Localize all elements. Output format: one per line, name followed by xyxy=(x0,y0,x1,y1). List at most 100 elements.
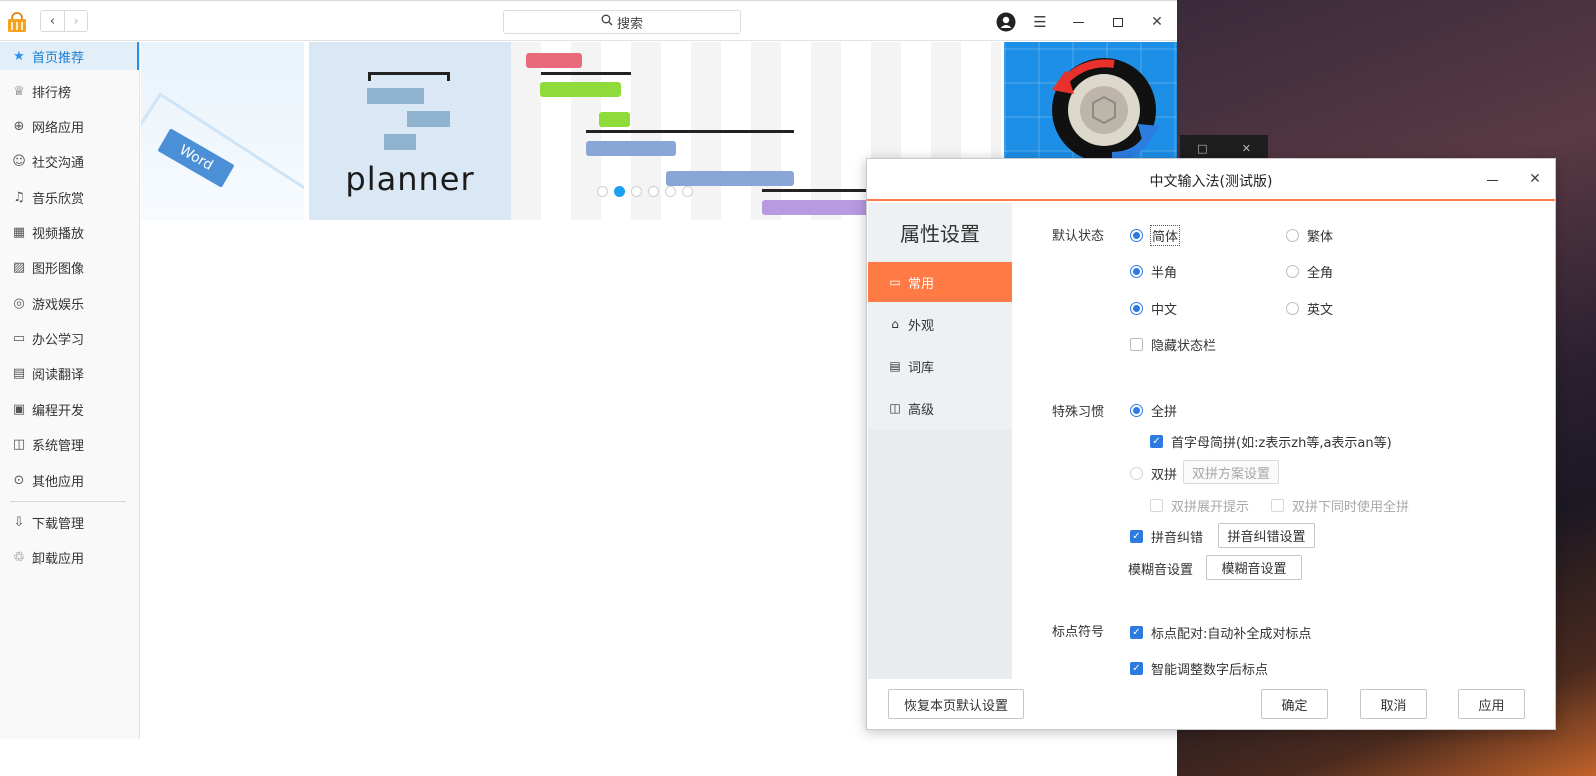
sidebar-item[interactable]: ▭办公学习 xyxy=(0,324,139,352)
carousel-dot[interactable] xyxy=(631,186,642,197)
radio-full-width[interactable]: 全角 xyxy=(1286,262,1333,281)
checkbox-hide-status-bar[interactable]: 隐藏状态栏 xyxy=(1130,335,1216,354)
pinyin-correction-settings-button[interactable]: 拼音纠错设置 xyxy=(1218,523,1315,548)
sidebar-item[interactable]: ☺社交沟通 xyxy=(0,147,139,175)
checkbox-label: 智能调整数字后标点 xyxy=(1151,663,1269,678)
checkbox-label: 首字母简拼(如:z表示zh等,a表示an等) xyxy=(1171,436,1392,451)
side-nav-title: 属性设置 xyxy=(900,222,980,246)
ok-button[interactable]: 确定 xyxy=(1261,689,1328,719)
gantt-bar xyxy=(586,141,676,156)
checkbox-double-with-full[interactable]: 双拼下同时使用全拼 xyxy=(1271,496,1409,515)
film-icon: ▦ xyxy=(12,224,26,240)
planner-label: planner xyxy=(345,160,475,198)
maximize-icon xyxy=(1113,17,1123,27)
maximize-button[interactable] xyxy=(1107,11,1129,33)
radio-half-width[interactable]: 半角 xyxy=(1130,262,1177,281)
gantt-bar xyxy=(762,200,882,215)
checkbox-label: 拼音纠错 xyxy=(1151,531,1204,546)
double-scheme-button[interactable]: 双拼方案设置 xyxy=(1183,460,1279,484)
user-avatar-button[interactable] xyxy=(995,11,1017,33)
sidebar-item[interactable]: ◫系统管理 xyxy=(0,430,139,458)
sidebar-item-label: 图形图像 xyxy=(32,261,85,277)
checkbox-box xyxy=(1150,499,1163,512)
dialog-side-nav: 属性设置 ▭常用 ⌂ 外观 ▤词库◫高级 xyxy=(868,203,1012,679)
restore-defaults-button[interactable]: 恢复本页默认设置 xyxy=(888,689,1024,719)
radio-chinese[interactable]: 中文 xyxy=(1130,299,1177,318)
disk-restore-icon xyxy=(1052,58,1160,162)
radio-dot xyxy=(1130,404,1143,417)
side-nav-label: 外观 xyxy=(908,318,935,334)
checkbox-pinyin-correction[interactable]: ✓拼音纠错 xyxy=(1130,527,1203,546)
chevron-right-icon: › xyxy=(73,13,79,29)
category-sidebar: ★首页推荐 ♕排行榜 ⊕网络应用 ☺社交沟通 ♫音乐欣赏 ▦视频播放 ▨图形图像 ◎游戏娱乐 ▭… xyxy=(0,42,140,739)
sidebar-item-label: 其他应用 xyxy=(32,474,85,490)
sidebar-item[interactable]: ▣编程开发 xyxy=(0,395,139,423)
radio-label: 繁体 xyxy=(1307,230,1334,245)
sidebar-item-label: 音乐欣赏 xyxy=(32,191,85,207)
background-window-controls: □✕ xyxy=(1180,135,1268,161)
sidebar-item[interactable]: ♲卸载应用 xyxy=(0,543,139,571)
sidebar-item[interactable]: ▨图形图像 xyxy=(0,253,139,281)
sidebar-item[interactable]: ♫音乐欣赏 xyxy=(0,183,139,211)
maximize-icon: □ xyxy=(1197,141,1208,155)
checkbox-smart-adjust[interactable]: ✓ 智能调整数字后标点 xyxy=(1130,659,1268,678)
apply-button[interactable]: 应用 xyxy=(1458,689,1525,719)
fuzzy-settings-button[interactable]: 模糊音设置 xyxy=(1206,555,1302,580)
sidebar-item[interactable]: ⊕网络应用 xyxy=(0,112,139,140)
sidebar-item[interactable]: ◎游戏娱乐 xyxy=(0,289,139,317)
checkbox-label: 隐藏状态栏 xyxy=(1151,339,1217,354)
gantt-bar xyxy=(599,112,630,127)
gamepad-icon: ◎ xyxy=(13,295,25,311)
dialog-close-button[interactable]: ✕ xyxy=(1524,168,1546,190)
checkbox-double-expand-hint[interactable]: 双拼展开提示 xyxy=(1150,496,1249,515)
checkbox-initial-abbr[interactable]: ✓ 首字母简拼(如:z表示zh等,a表示an等) xyxy=(1150,432,1392,451)
sidebar-item[interactable]: ▤阅读翻译 xyxy=(0,359,139,387)
back-button[interactable]: ‹ xyxy=(40,10,64,32)
side-nav-item[interactable]: ▤词库 xyxy=(868,346,1012,386)
radio-dot xyxy=(1286,265,1299,278)
sidebar-item[interactable]: ▦视频播放 xyxy=(0,218,139,246)
check-icon: ✓ xyxy=(1130,662,1143,675)
sidebar-item[interactable]: ⊙ 其他应用 xyxy=(0,466,139,494)
sidebar-item[interactable]: ⇩下载管理 xyxy=(0,508,139,536)
shirt-icon: ⌂ xyxy=(891,317,899,331)
side-nav-item[interactable]: ▭常用 xyxy=(868,262,1012,302)
banner-planner-tile[interactable]: planner xyxy=(309,42,511,220)
radio-dot xyxy=(1130,302,1143,315)
radio-english[interactable]: 英文 xyxy=(1286,299,1333,318)
gantt-bracket xyxy=(541,72,631,75)
search-icon xyxy=(601,14,613,30)
forward-button[interactable]: › xyxy=(64,10,88,32)
carousel-dot[interactable] xyxy=(597,186,608,197)
carousel-dot[interactable] xyxy=(665,186,676,197)
carousel-dot[interactable] xyxy=(614,186,625,197)
radio-dot xyxy=(1130,265,1143,278)
sidebar-item[interactable]: ★首页推荐 xyxy=(0,42,139,70)
menu-button[interactable]: ☰ xyxy=(1029,11,1051,33)
carousel-dot[interactable] xyxy=(682,186,693,197)
side-nav-item[interactable]: ⌂ 外观 xyxy=(868,304,1012,344)
close-icon: ✕ xyxy=(1529,171,1541,187)
radio-simplified[interactable]: 简体 xyxy=(1130,225,1181,246)
bottom-strip xyxy=(0,738,1177,776)
carousel-dot[interactable] xyxy=(648,186,659,197)
checkbox-label: 标点配对:自动补全成对标点 xyxy=(1151,627,1312,642)
book-icon: ▤ xyxy=(12,365,26,381)
more-icon: ⊙ xyxy=(13,472,25,488)
banner-word-tile[interactable]: Word xyxy=(141,42,304,220)
close-button[interactable]: ✕ xyxy=(1146,11,1168,33)
search-box[interactable]: 搜索 xyxy=(503,10,741,34)
cancel-button[interactable]: 取消 xyxy=(1360,689,1427,719)
radio-traditional[interactable]: 繁体 xyxy=(1286,226,1333,245)
radio-label: 中文 xyxy=(1151,303,1178,318)
planner-bar xyxy=(384,134,416,150)
dialog-minimize-button[interactable] xyxy=(1481,169,1503,191)
sidebar-item[interactable]: ♕排行榜 xyxy=(0,77,139,105)
check-icon: ✓ xyxy=(1150,435,1163,448)
star-icon: ★ xyxy=(13,48,25,64)
minimize-button[interactable] xyxy=(1067,11,1089,33)
side-nav-item[interactable]: ◫高级 xyxy=(868,388,1012,428)
radio-double-pinyin[interactable]: 双拼 xyxy=(1130,464,1177,483)
radio-full-pinyin[interactable]: 全拼 xyxy=(1130,401,1177,420)
checkbox-punct-pairing[interactable]: ✓标点配对:自动补全成对标点 xyxy=(1130,623,1311,642)
